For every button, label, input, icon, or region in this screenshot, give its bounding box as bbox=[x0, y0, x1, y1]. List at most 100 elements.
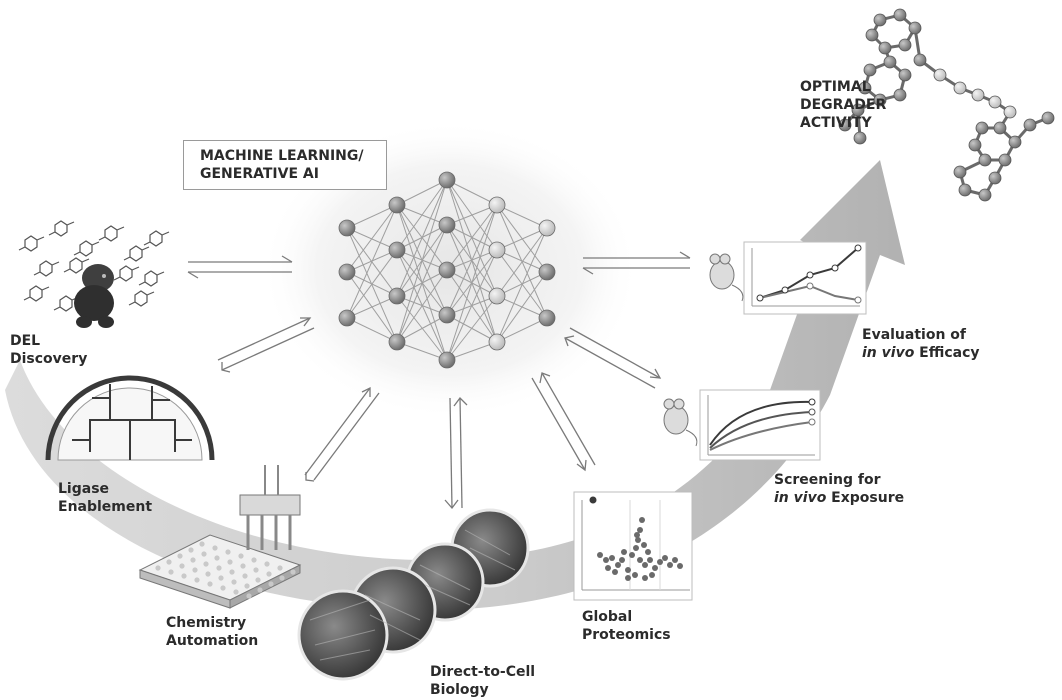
network-node bbox=[388, 333, 406, 351]
network-edge bbox=[346, 227, 398, 343]
network-node bbox=[438, 351, 456, 369]
plate-well bbox=[266, 571, 272, 577]
molecule-atom bbox=[858, 81, 872, 95]
plate-well bbox=[216, 565, 222, 571]
network-edge bbox=[346, 204, 398, 319]
network-edge bbox=[446, 204, 498, 226]
plate-well bbox=[238, 553, 244, 559]
arrow-ml-to-direct bbox=[444, 397, 468, 510]
plate-well bbox=[179, 563, 185, 569]
ligase-enablement-label: Ligase Enablement bbox=[58, 480, 152, 516]
network-node bbox=[538, 309, 556, 327]
plate-well bbox=[229, 569, 235, 575]
network-edge bbox=[496, 227, 548, 251]
exposure-chart-panel bbox=[699, 389, 821, 461]
cell-images-illustration bbox=[297, 508, 530, 681]
efficacy-line1: Evaluation of bbox=[862, 327, 967, 343]
network-node bbox=[488, 196, 506, 214]
proteomics-scatter-panel bbox=[573, 491, 693, 601]
network-node bbox=[388, 241, 406, 259]
network-edge bbox=[496, 271, 548, 343]
arrow-ml-to-exposure bbox=[564, 327, 662, 389]
plate-well bbox=[225, 549, 231, 555]
plate-well bbox=[264, 561, 270, 567]
molecule-atom bbox=[958, 183, 972, 197]
network-node bbox=[388, 287, 406, 305]
plate-well bbox=[255, 577, 261, 583]
plate-well bbox=[201, 551, 207, 557]
molecule-atom bbox=[1003, 105, 1017, 119]
plate-well bbox=[168, 569, 174, 575]
direct-line2: Biology bbox=[430, 682, 489, 698]
plate-well bbox=[220, 585, 226, 591]
del-molecule bbox=[128, 290, 155, 307]
del-line1: DEL bbox=[10, 333, 41, 349]
molecule-atom bbox=[953, 165, 967, 179]
molecule-atom bbox=[975, 121, 989, 135]
plate-well bbox=[199, 541, 205, 547]
plate-well bbox=[290, 569, 296, 575]
proteomics-point bbox=[637, 527, 643, 533]
exposure-line2: in vivo Exposure bbox=[774, 489, 904, 507]
network-edge bbox=[496, 317, 548, 343]
del-molecule bbox=[23, 285, 50, 302]
plate-well bbox=[166, 559, 172, 565]
network-edge bbox=[446, 249, 498, 361]
proteomics-point bbox=[605, 565, 611, 571]
network-edge bbox=[346, 317, 398, 343]
molecule-atom bbox=[1023, 118, 1037, 132]
del-molecule bbox=[63, 257, 90, 274]
arrow-ml-to-chemistry bbox=[304, 386, 380, 482]
del-molecules-illustration bbox=[18, 220, 170, 312]
optimal-line2: DEGRADER bbox=[800, 97, 887, 113]
plate-well bbox=[242, 573, 248, 579]
chemistry-line1: Chemistry bbox=[166, 615, 247, 631]
molecule-atom bbox=[898, 38, 912, 52]
plate-well bbox=[155, 565, 161, 571]
proteomics-point bbox=[637, 557, 643, 563]
network-edge bbox=[496, 227, 548, 297]
plate-well bbox=[188, 547, 194, 553]
proteomics-line2: Proteomics bbox=[582, 627, 671, 643]
network-edge bbox=[446, 295, 498, 361]
network-edge bbox=[396, 314, 448, 343]
network-edge bbox=[446, 341, 498, 361]
proteomics-point bbox=[635, 537, 641, 543]
network-edge bbox=[396, 269, 448, 343]
plate-well bbox=[240, 563, 246, 569]
proteomics-point bbox=[612, 569, 618, 575]
molecule-atom bbox=[893, 8, 907, 22]
molecule-atom bbox=[1041, 111, 1055, 125]
del-molecule bbox=[123, 245, 150, 262]
molecule-atom bbox=[898, 68, 912, 82]
network-edge bbox=[446, 204, 498, 316]
proteomics-point bbox=[642, 575, 648, 581]
exposure-rest: Exposure bbox=[826, 490, 905, 506]
molecule-atom bbox=[853, 131, 867, 145]
plate-well bbox=[214, 555, 220, 561]
network-node bbox=[538, 219, 556, 237]
molecule-atom bbox=[908, 21, 922, 35]
proteomics-point bbox=[632, 572, 638, 578]
plate-well bbox=[233, 589, 239, 595]
network-edge bbox=[496, 204, 548, 229]
molecule-atom bbox=[873, 13, 887, 27]
network-node bbox=[488, 333, 506, 351]
proteomics-point bbox=[647, 557, 653, 563]
ligase-line1: Ligase bbox=[58, 481, 110, 497]
mouse-icon-exposure bbox=[663, 398, 698, 447]
plate-well bbox=[279, 575, 285, 581]
del-molecule bbox=[18, 235, 45, 252]
efficacy-rest: Efficacy bbox=[914, 345, 980, 361]
exposure-italic: in vivo bbox=[774, 490, 827, 506]
network-edge bbox=[446, 204, 498, 361]
molecule-atom bbox=[993, 121, 1007, 135]
network-node bbox=[338, 263, 356, 281]
network-edge bbox=[446, 179, 498, 206]
efficacy-italic: in vivo bbox=[862, 345, 915, 361]
molecule-atom bbox=[893, 88, 907, 102]
chemistry-line2: Automation bbox=[166, 633, 259, 649]
molecule-atom bbox=[978, 153, 992, 167]
del-molecule bbox=[138, 270, 165, 287]
